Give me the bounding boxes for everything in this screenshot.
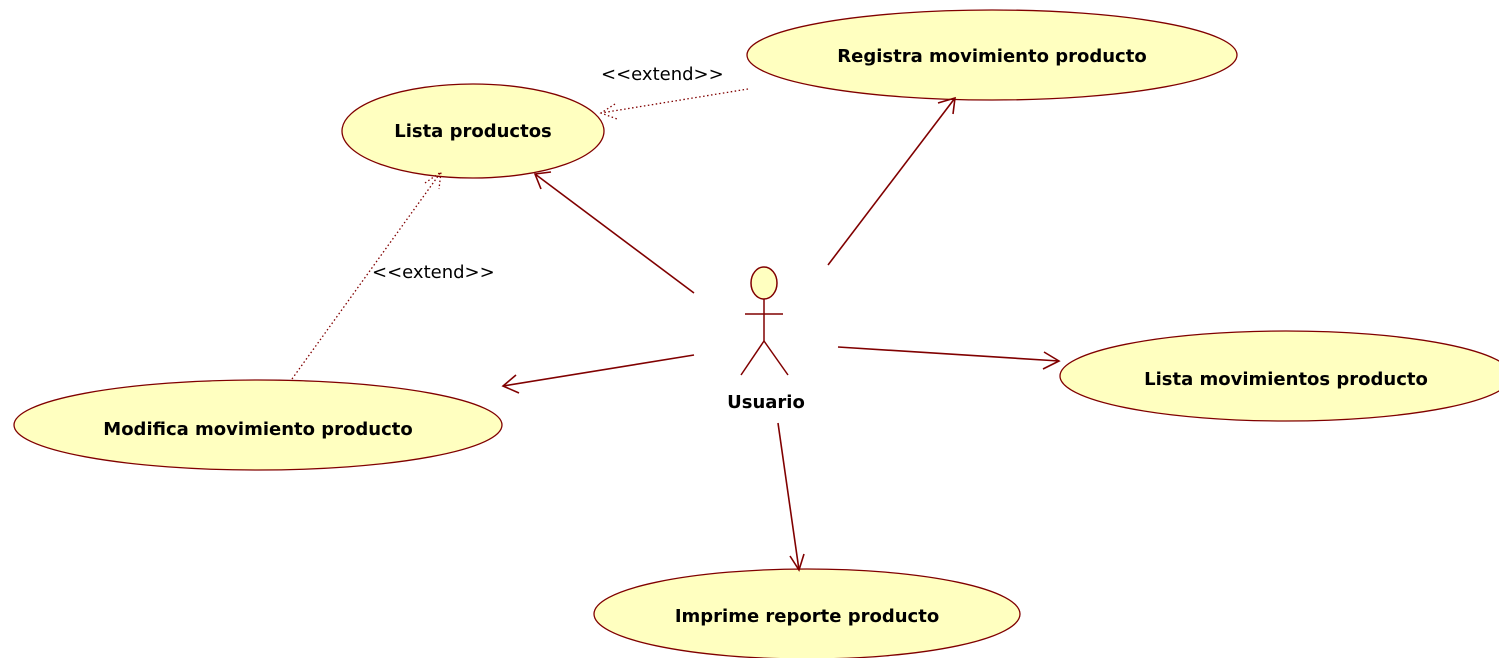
actor-usuario-label: Usuario [727, 392, 805, 413]
association-line [777, 422, 800, 571]
association-usuario-imprime-reporte[interactable] [777, 422, 805, 572]
extend-dependency-line [600, 88, 749, 114]
extend-stereotype-label: <<extend>> [372, 262, 495, 283]
actor-usuario[interactable]: Usuario [727, 266, 805, 413]
usecase-registra-movimiento-shape [746, 9, 1238, 101]
open-arrowhead-icon [789, 553, 805, 572]
association-line [502, 354, 695, 387]
usecase-registra-movimiento-label: Registra movimiento producto [837, 46, 1146, 67]
usecase-lista-productos[interactable]: Lista productos [341, 83, 605, 179]
association-usuario-registra-movimiento[interactable] [827, 96, 956, 266]
usecase-imprime-reporte[interactable]: Imprime reporte producto [593, 568, 1021, 658]
extend-dependency-line [291, 171, 442, 380]
actor-left-leg [740, 340, 765, 376]
usecase-lista-movimientos-shape [1059, 330, 1499, 422]
usecase-imprime-reporte-shape [593, 568, 1021, 658]
actor-right-leg [763, 340, 789, 376]
usecase-lista-movimientos-label: Lista movimientos producto [1144, 369, 1428, 390]
actor-head [750, 266, 778, 300]
usecase-registra-movimiento[interactable]: Registra movimiento producto [746, 9, 1238, 101]
usecase-modifica-movimiento[interactable]: Modifica movimiento producto [13, 379, 503, 471]
association-usuario-lista-movimientos[interactable] [837, 346, 1061, 370]
extend-registra-to-lista-productos[interactable]: <<extend>> [599, 64, 749, 120]
usecase-modifica-movimiento-shape [13, 379, 503, 471]
extend-modifica-to-lista-productos[interactable]: <<extend>> [291, 170, 495, 380]
association-line [827, 97, 956, 266]
open-arrowhead-icon [533, 171, 552, 190]
open-arrowhead-icon [599, 103, 618, 120]
usecase-modifica-movimiento-label: Modifica movimiento producto [103, 419, 412, 440]
usecase-lista-movimientos[interactable]: Lista movimientos producto [1059, 330, 1499, 422]
usecase-imprime-reporte-label: Imprime reporte producto [675, 606, 939, 627]
association-usuario-modifica-movimiento[interactable] [501, 354, 695, 394]
open-arrowhead-icon [937, 96, 956, 115]
association-usuario-lista-productos[interactable] [533, 171, 695, 294]
association-line [534, 173, 695, 294]
extend-stereotype-label: <<extend>> [601, 64, 724, 85]
association-line [837, 346, 1060, 362]
open-arrowhead-icon [1042, 351, 1061, 370]
usecase-lista-productos-label: Lista productos [394, 121, 552, 142]
open-arrowhead-icon [501, 374, 520, 394]
usecase-lista-productos-shape [341, 83, 605, 179]
